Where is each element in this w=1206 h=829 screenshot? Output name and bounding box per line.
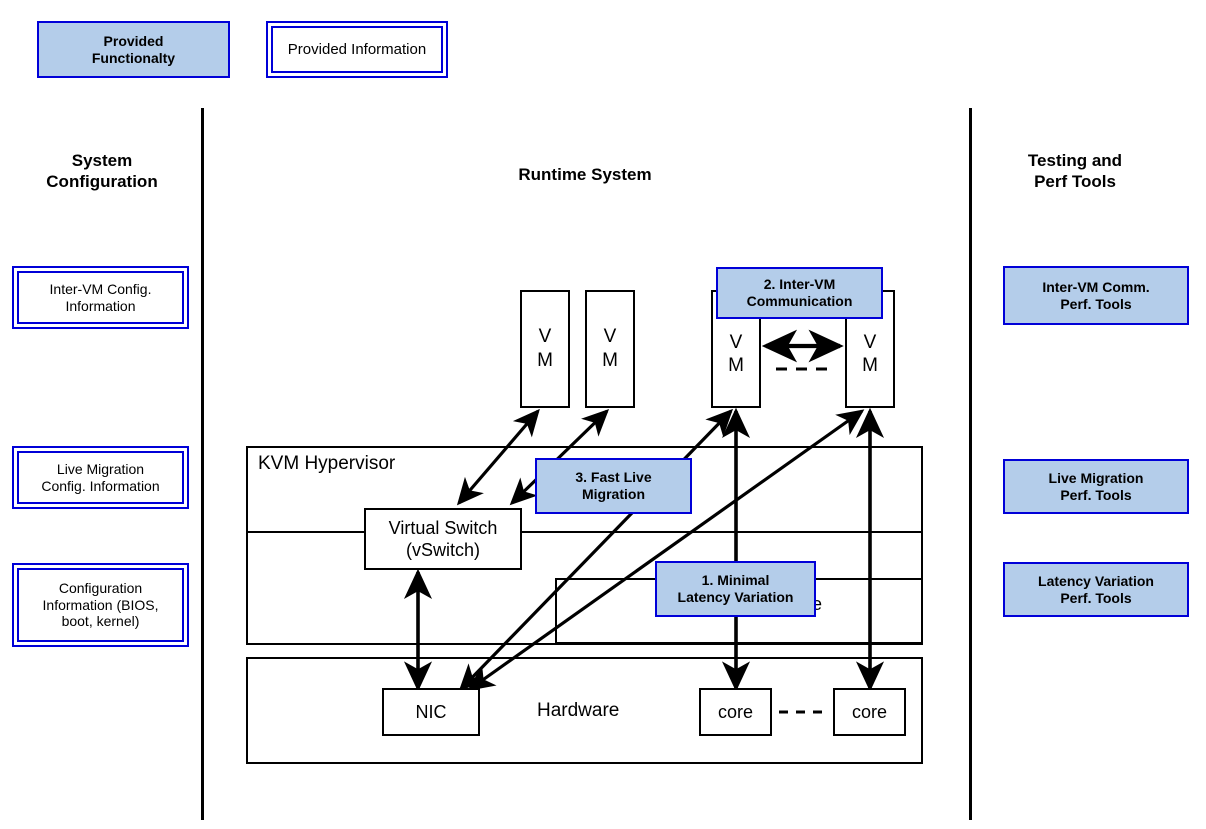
- callout-1-line1: 3. Fast Live: [575, 469, 652, 486]
- right-item-inter-vm-comm-perf-tools[interactable]: Inter-VM Comm. Perf. Tools: [1003, 266, 1189, 325]
- legend-information-label: Provided Information: [287, 40, 427, 58]
- nic-box[interactable]: NIC: [382, 688, 480, 736]
- virtual-switch-box[interactable]: Virtual Switch (vSwitch): [364, 508, 522, 570]
- right-title-line2: Perf Tools: [1034, 172, 1116, 192]
- left-item-2-line3: boot, kernel): [61, 613, 140, 630]
- right-item-0-line1: Inter-VM Comm.: [1042, 278, 1150, 295]
- left-item-2-line1: Configuration: [58, 579, 143, 596]
- column-title-system-configuration: System Configuration: [12, 150, 192, 193]
- callout-minimal-latency-variation[interactable]: 1. Minimal Latency Variation: [655, 561, 816, 617]
- right-item-latency-variation-perf-tools[interactable]: Latency Variation Perf. Tools: [1003, 562, 1189, 617]
- column-title-runtime-system: Runtime System: [435, 164, 735, 185]
- right-title-line1: Testing and: [1027, 151, 1123, 170]
- core-box-2[interactable]: core: [833, 688, 906, 736]
- right-item-0-line2: Perf. Tools: [1060, 295, 1132, 312]
- vm-box-2[interactable]: V M: [585, 290, 635, 408]
- vm-1-line2: M: [537, 350, 553, 371]
- left-item-2-line2: Information (BIOS,: [42, 596, 159, 613]
- hypervisor-inner-band: [246, 531, 923, 533]
- callout-inter-vm-communication[interactable]: 2. Inter-VM Communication: [716, 267, 883, 319]
- left-title-line1: System: [71, 151, 133, 170]
- vm-3-line2: M: [728, 355, 744, 377]
- left-item-inter-vm-config[interactable]: Inter-VM Config. Information: [12, 266, 189, 329]
- legend-provided-information: Provided Information: [266, 21, 448, 78]
- callout-1-line2: Migration: [582, 486, 645, 502]
- callout-fast-live-migration[interactable]: 3. Fast Live Migration: [535, 458, 692, 514]
- left-item-1-line1: Live Migration: [56, 460, 145, 477]
- left-item-1-line2: Config. Information: [41, 477, 160, 494]
- right-item-1-line1: Live Migration: [1048, 469, 1144, 486]
- core-2-label: core: [851, 701, 887, 722]
- left-item-live-migration-config[interactable]: Live Migration Config. Information: [12, 446, 189, 509]
- vswitch-line2: (vSwitch): [405, 540, 480, 560]
- callout-0-line1: 2. Inter-VM: [763, 276, 836, 293]
- core-1-label: core: [717, 701, 753, 722]
- left-title-line2: Configuration: [46, 172, 158, 192]
- vswitch-line1: Virtual Switch: [388, 517, 498, 538]
- right-item-live-migration-perf-tools[interactable]: Live Migration Perf. Tools: [1003, 459, 1189, 514]
- hardware-label: Hardware: [537, 700, 620, 721]
- divider-left: [201, 108, 204, 820]
- left-item-0-line2: Information: [65, 297, 136, 314]
- vm-3-line1: V: [729, 331, 743, 353]
- nic-label: NIC: [415, 701, 447, 722]
- callout-0-line2: Communication: [746, 293, 853, 309]
- right-item-2-line2: Perf. Tools: [1060, 589, 1132, 606]
- vm-4-line1: V: [863, 331, 877, 353]
- center-title: Runtime System: [518, 165, 652, 184]
- callout-2-line2: Latency Variation: [677, 589, 794, 605]
- legend-functionality-line1: Provided: [103, 32, 164, 49]
- right-item-1-line2: Perf. Tools: [1060, 486, 1132, 503]
- left-item-0-line1: Inter-VM Config.: [49, 280, 152, 297]
- kvm-hypervisor-label: KVM Hypervisor: [258, 453, 396, 474]
- left-item-configuration-information[interactable]: Configuration Information (BIOS, boot, k…: [12, 563, 189, 647]
- divider-right: [969, 108, 972, 820]
- vm-box-1[interactable]: V M: [520, 290, 570, 408]
- core-box-1[interactable]: core: [699, 688, 772, 736]
- vm-2-line1: V: [603, 326, 617, 348]
- callout-2-line1: 1. Minimal: [701, 572, 770, 589]
- legend-functionality-line2: Functionalty: [91, 49, 176, 66]
- legend-provided-functionality: Provided Functionalty: [37, 21, 230, 78]
- column-title-testing-perf-tools: Testing and Perf Tools: [985, 150, 1165, 193]
- vm-1-line1: V: [538, 326, 552, 348]
- vm-4-line2: M: [862, 355, 878, 377]
- vm-2-line2: M: [602, 350, 618, 371]
- right-item-2-line1: Latency Variation: [1038, 572, 1154, 589]
